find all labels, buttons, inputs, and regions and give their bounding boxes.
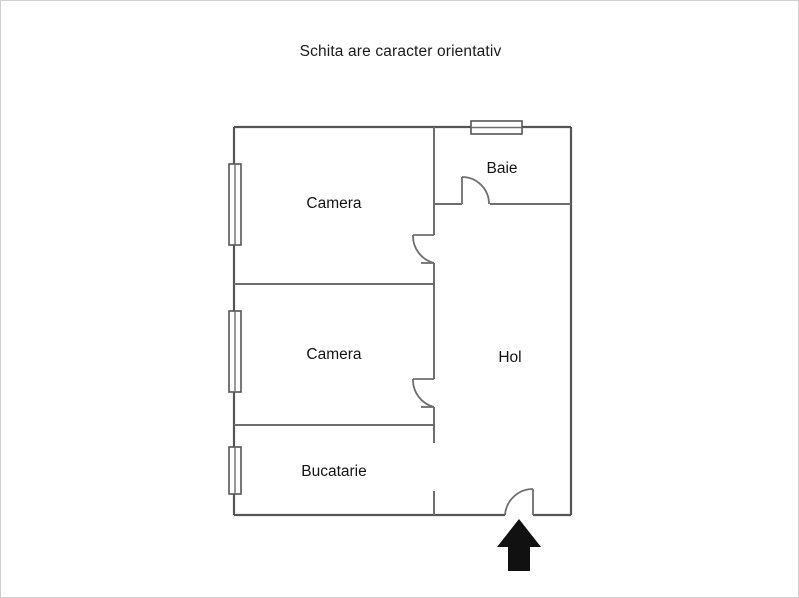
windows — [228, 120, 523, 495]
room-label-camera-middle: Camera — [306, 346, 362, 363]
page-title: Schita are caracter orientativ — [299, 43, 502, 60]
entrance-arrow-shape — [497, 519, 541, 571]
door-baie-arc — [461, 176, 490, 205]
room-label-camera-top: Camera — [306, 195, 362, 212]
room-label-hol: Hol — [498, 349, 521, 366]
interior-walls — [234, 127, 571, 515]
room-label-baie: Baie — [486, 160, 517, 177]
door-camera-middle-arc — [412, 378, 435, 408]
room-label-bucatarie: Bucatarie — [301, 463, 366, 480]
door-baie — [461, 176, 490, 205]
doors — [412, 176, 534, 516]
door-camera-top-arc — [412, 234, 435, 264]
entrance-arrow — [497, 519, 541, 571]
door-camera-top — [412, 234, 435, 264]
door-entrance — [504, 488, 534, 516]
room-labels: Camera Camera Bucatarie Baie Hol — [301, 160, 521, 480]
door-entrance-arc — [504, 488, 534, 516]
door-camera-middle — [412, 378, 435, 408]
outer-walls — [232, 125, 573, 517]
